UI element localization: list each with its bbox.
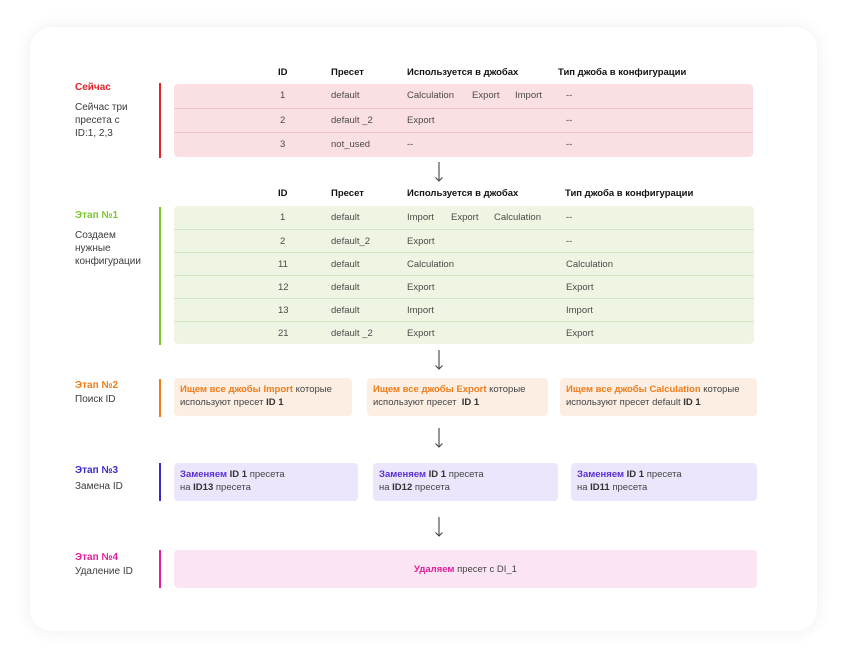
cell-job: --: [407, 139, 414, 150]
desc-line: пресета с: [75, 115, 120, 126]
table-row: 1 default Calculation Export Import --: [174, 84, 753, 107]
cell-id: 2: [280, 236, 286, 247]
table-row: 11 default Calculation Calculation: [174, 252, 754, 276]
cell-job: Calculation: [494, 212, 541, 223]
header-used-in-jobs: Используется в джобах: [407, 67, 519, 78]
cell-preset: default: [331, 212, 360, 223]
section-stage4-title: Этап №4: [75, 552, 119, 563]
cell-preset: default: [331, 259, 360, 270]
cell-type: Calculation: [566, 259, 613, 270]
section-stage4-bar: [159, 550, 161, 588]
cell-job: Import: [407, 305, 434, 316]
cell-id: 13: [278, 305, 289, 316]
table-now: 1 default Calculation Export Import -- 2…: [174, 84, 753, 157]
desc-line: ID:1, 2,3: [75, 128, 113, 139]
section-stage4-desc: Удаление ID: [75, 566, 133, 577]
cell-job: Calculation: [407, 259, 454, 270]
cell-id: 21: [278, 328, 289, 339]
cell-id: 12: [278, 282, 289, 293]
header-id: ID: [278, 188, 288, 199]
cell-job: Import: [407, 212, 434, 223]
cell-id: 11: [278, 259, 288, 270]
section-now-title: Сейчас: [75, 82, 111, 93]
stage3-box-id12: Заменяем ID 1 пресета на ID12 пресета: [373, 463, 558, 501]
stage3-box-id13: Заменяем ID 1 пресета на ID13 пресета: [174, 463, 358, 501]
cell-preset: default: [331, 305, 360, 316]
cell-type: Export: [566, 328, 594, 339]
header-preset: Пресет: [331, 67, 364, 78]
section-now-bar: [159, 83, 161, 158]
header-preset: Пресет: [331, 188, 364, 199]
desc-line: Сейчас три: [75, 102, 128, 113]
cell-preset: default _2: [331, 115, 373, 126]
stage2-box-export: Ищем все джобы Export которые используют…: [367, 378, 548, 416]
header-job-type: Тип джоба в конфигурации: [565, 188, 694, 199]
table-row: 2 default _2 Export --: [174, 108, 753, 132]
cell-id: 2: [280, 115, 286, 126]
cell-type: --: [566, 139, 573, 150]
cell-preset: default _2: [331, 328, 373, 339]
cell-id: 1: [280, 212, 286, 223]
cell-preset: default: [331, 90, 360, 101]
arrow-down-icon: [435, 428, 443, 448]
cell-job: Export: [407, 328, 435, 339]
table-row: 2 default_2 Export --: [174, 229, 754, 253]
desc-line: нужные: [75, 243, 111, 254]
cell-job: Export: [407, 282, 435, 293]
section-stage3-title: Этап №3: [75, 465, 119, 476]
section-stage1-desc: Создаем нужные конфигурации: [75, 229, 141, 268]
table-row: 13 default Import Import: [174, 298, 754, 322]
section-stage3-bar: [159, 463, 161, 501]
cell-preset: default_2: [331, 236, 371, 247]
cell-job: Export: [407, 115, 435, 126]
cell-preset: not_used: [331, 139, 371, 150]
stage3-box-id11: Заменяем ID 1 пресета на ID11 пресета: [571, 463, 757, 501]
header-id: ID: [278, 67, 288, 78]
section-stage2-title: Этап №2: [75, 380, 119, 391]
section-stage1-bar: [159, 207, 161, 345]
desc-line: конфигурации: [75, 256, 141, 267]
table-stage1: 1 default Import Export Calculation -- 2…: [174, 206, 754, 344]
cell-type: --: [566, 115, 573, 126]
cell-id: 3: [280, 139, 286, 150]
stage4-box-delete: Удаляем пресет с DI_1: [174, 550, 757, 588]
arrow-down-icon: [435, 517, 443, 537]
cell-preset: default: [331, 282, 360, 293]
cell-id: 1: [280, 90, 286, 101]
stage2-box-calculation: Ищем все джобы Calculation которые испол…: [560, 378, 757, 416]
arrow-down-icon: [435, 350, 443, 370]
desc-line: Создаем: [75, 230, 116, 241]
cell-job: Export: [451, 212, 479, 223]
cell-job: Export: [407, 236, 435, 247]
section-stage2-bar: [159, 379, 161, 417]
cell-job: Export: [472, 90, 500, 101]
table-row: 12 default Export Export: [174, 275, 754, 299]
section-stage1-title: Этап №1: [75, 210, 119, 221]
arrow-down-icon: [435, 162, 443, 182]
cell-type: --: [566, 90, 573, 101]
cell-type: Export: [566, 282, 594, 293]
section-stage2-desc: Поиск ID: [75, 394, 116, 405]
cell-type: Import: [566, 305, 593, 316]
section-now-desc: Сейчас три пресета с ID:1, 2,3: [75, 101, 128, 140]
table-row: 3 not_used -- --: [174, 132, 753, 156]
cell-type: --: [566, 212, 573, 223]
cell-job: Calculation: [407, 90, 454, 101]
header-job-type: Тип джоба в конфигурации: [558, 67, 687, 78]
stage2-box-import: Ищем все джобы Import которые используют…: [174, 378, 352, 416]
cell-type: --: [566, 236, 573, 247]
table-row: 21 default _2 Export Export: [174, 321, 754, 345]
section-stage3-desc: Замена ID: [75, 481, 123, 492]
cell-job: Import: [515, 90, 542, 101]
table-row: 1 default Import Export Calculation --: [174, 206, 754, 229]
header-used-in-jobs: Используется в джобах: [407, 188, 519, 199]
